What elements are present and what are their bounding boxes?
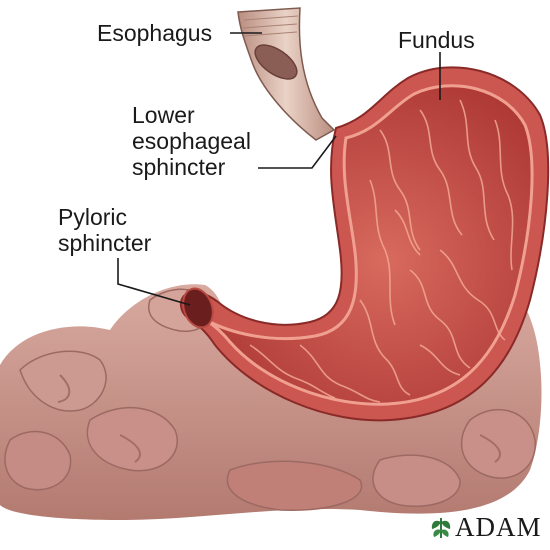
les-label-line2: esophageal (132, 129, 251, 154)
pyloric-label-line2: sphincter (58, 231, 151, 256)
fundus-label: Fundus (398, 28, 475, 53)
esophagus-tube (238, 8, 334, 140)
les-label-line1: Lower (132, 103, 195, 128)
pyloric-label-line1: Pyloric (58, 205, 127, 230)
les-label-line3: sphincter (132, 155, 225, 180)
les-leader-line (258, 136, 336, 168)
esophagus-label: Esophagus (97, 21, 212, 46)
leaf-icon (428, 514, 454, 540)
adam-logo-text: ADAM (455, 512, 542, 543)
